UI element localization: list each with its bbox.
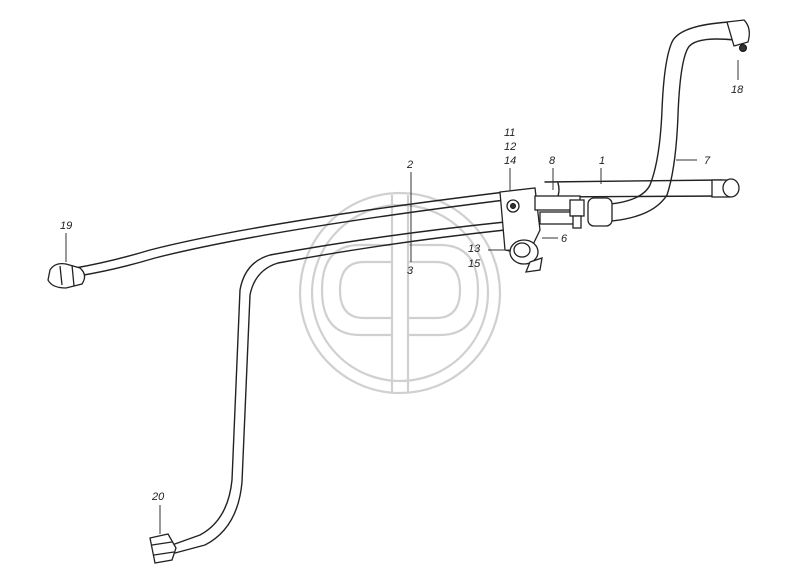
- callout-18: 18: [731, 84, 744, 96]
- fitting-19: [47, 262, 86, 289]
- tube-upper-left: [74, 191, 506, 277]
- bracket-block: [499, 187, 581, 256]
- callout-7: 7: [704, 155, 711, 167]
- union-nut: [509, 239, 543, 273]
- callout-1: 1: [599, 155, 605, 167]
- watermark-logo: [298, 191, 502, 395]
- end-fitting-right: [711, 178, 740, 198]
- callout-20: 20: [151, 491, 165, 503]
- callout-3: 3: [407, 265, 414, 277]
- callout-8: 8: [549, 155, 556, 167]
- callout-12: 12: [504, 141, 516, 153]
- fitting-18: [726, 19, 750, 52]
- callout-14: 14: [504, 155, 516, 167]
- tube-upper-right: [544, 179, 723, 198]
- fitting-20: [149, 533, 177, 564]
- tee-fitting: [569, 197, 613, 229]
- callout-11: 11: [504, 127, 515, 139]
- tube-lower-long: [171, 221, 506, 554]
- callout-15: 15: [468, 258, 481, 270]
- callout-13: 13: [468, 243, 481, 255]
- callout-2: 2: [406, 159, 413, 171]
- leader-lines: [65, 60, 739, 534]
- tube-riser-7: [589, 21, 736, 223]
- callout-6: 6: [561, 233, 568, 245]
- callout-19: 19: [60, 220, 72, 232]
